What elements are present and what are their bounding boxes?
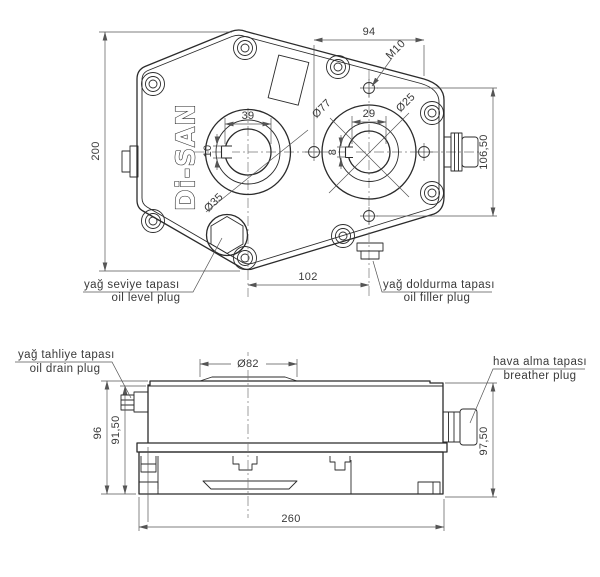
dim-8-text: 8 — [327, 149, 339, 155]
tapped-hole-m10 — [360, 79, 378, 97]
breather-label-en: breather plug — [504, 370, 577, 382]
bolt-boss — [141, 72, 165, 96]
oil-drain-label-en: oil drain plug — [30, 363, 101, 375]
oil-filler-plug — [356, 242, 384, 260]
dim-input-key-10: 10 — [202, 134, 222, 170]
output-dia-leader — [328, 112, 410, 194]
dim-height-91-50: 91,50 — [110, 385, 146, 495]
dim-94-text: 94 — [363, 26, 376, 38]
dim-10-text: 10 — [202, 145, 214, 158]
bolt-boss — [420, 101, 444, 125]
bolt-boss — [233, 36, 257, 60]
bolt-boss — [233, 246, 257, 270]
oil-filler-label-tr: yağ doldurma tapası — [383, 279, 495, 291]
side-view: Ø82 96 91,50 97,50 260 yağ — [15, 349, 587, 531]
base-notch — [329, 456, 351, 471]
oil-drain-label-tr: yağ tahliye tapası — [18, 349, 115, 361]
mounting-hole — [360, 207, 378, 225]
dim-centers-102: 102 — [247, 271, 370, 288]
dim-span-106-50: 106,50 — [377, 87, 497, 217]
side-body-outline — [147, 380, 444, 443]
front-breather-gland — [443, 132, 479, 172]
base-notch — [140, 456, 157, 473]
dim-boss-82: Ø82 — [199, 356, 298, 377]
nameplate — [267, 54, 310, 106]
dim-width-260: 260 — [138, 497, 445, 531]
bolt-boss — [331, 224, 355, 248]
oil-filler-label: yağ doldurma tapası oil filler plug — [372, 260, 495, 304]
dim-82-text: Ø82 — [237, 358, 259, 370]
dim-input-39: 39 — [224, 110, 272, 144]
input-bore — [204, 108, 292, 196]
housing-bolts — [141, 36, 444, 270]
mounting-hole — [415, 143, 433, 161]
front-view: Di-SAN — [83, 26, 497, 304]
boss-dia-leader — [329, 117, 410, 198]
dim-output-key-8: 8 — [327, 135, 346, 169]
left-edge-plug — [121, 145, 139, 178]
dim-height-96: 96 — [92, 380, 148, 495]
input-keyway — [220, 145, 232, 159]
dim-span-94: 94 — [313, 26, 425, 144]
dim-200-text: 200 — [90, 141, 102, 160]
dim-96-text: 96 — [92, 427, 104, 440]
dim-97-50-text: 97,50 — [478, 426, 490, 455]
dim-102-text: 102 — [298, 271, 317, 283]
base-bottom-boss — [202, 480, 298, 490]
dim-output-29: 29 — [351, 108, 387, 144]
dim-91-50-text: 91,50 — [110, 415, 122, 444]
side-base — [138, 451, 444, 495]
bolt-boss — [420, 181, 444, 205]
output-keyway — [344, 146, 353, 159]
oil-drain-label: yağ tahliye tapası oil drain plug — [15, 349, 132, 399]
side-flange — [136, 442, 448, 453]
base-foot-right — [417, 481, 441, 495]
dim-29-text: 29 — [363, 108, 376, 120]
m10-text: M10 — [384, 38, 408, 62]
dia25-text: Ø25 — [394, 91, 418, 115]
dim-height-200: 200 — [90, 31, 240, 272]
dim-260-text: 260 — [281, 513, 300, 525]
housing-outline — [136, 29, 445, 271]
oil-level-plug — [205, 213, 249, 257]
dim-height-97-50: 97,50 — [445, 382, 497, 498]
bolt-boss — [141, 209, 165, 233]
input-dia-leader — [205, 129, 309, 213]
dim-39-text: 39 — [242, 110, 255, 122]
bolt-boss — [326, 55, 350, 79]
breather-plug — [442, 408, 478, 446]
oil-level-label-tr: yağ seviye tapası — [84, 279, 180, 291]
mounting-holes — [305, 79, 433, 225]
breather-label: hava alma tapası breather plug — [469, 356, 587, 424]
oil-filler-label-en: oil filler plug — [404, 292, 471, 304]
dia35-text: Ø35 — [202, 191, 226, 215]
oil-level-label: yağ seviye tapası oil level plug — [83, 237, 223, 304]
dim-106-50-text: 106,50 — [478, 134, 490, 169]
oil-level-label-en: oil level plug — [112, 292, 181, 304]
dia77-text: Ø77 — [310, 97, 334, 121]
brand-logo: Di-SAN — [172, 103, 202, 211]
base-foot-left — [138, 481, 159, 495]
base-inner-edges — [157, 456, 352, 494]
mounting-hole — [305, 143, 323, 161]
breather-label-tr: hava alma tapası — [493, 356, 587, 368]
base-notch — [232, 456, 258, 471]
